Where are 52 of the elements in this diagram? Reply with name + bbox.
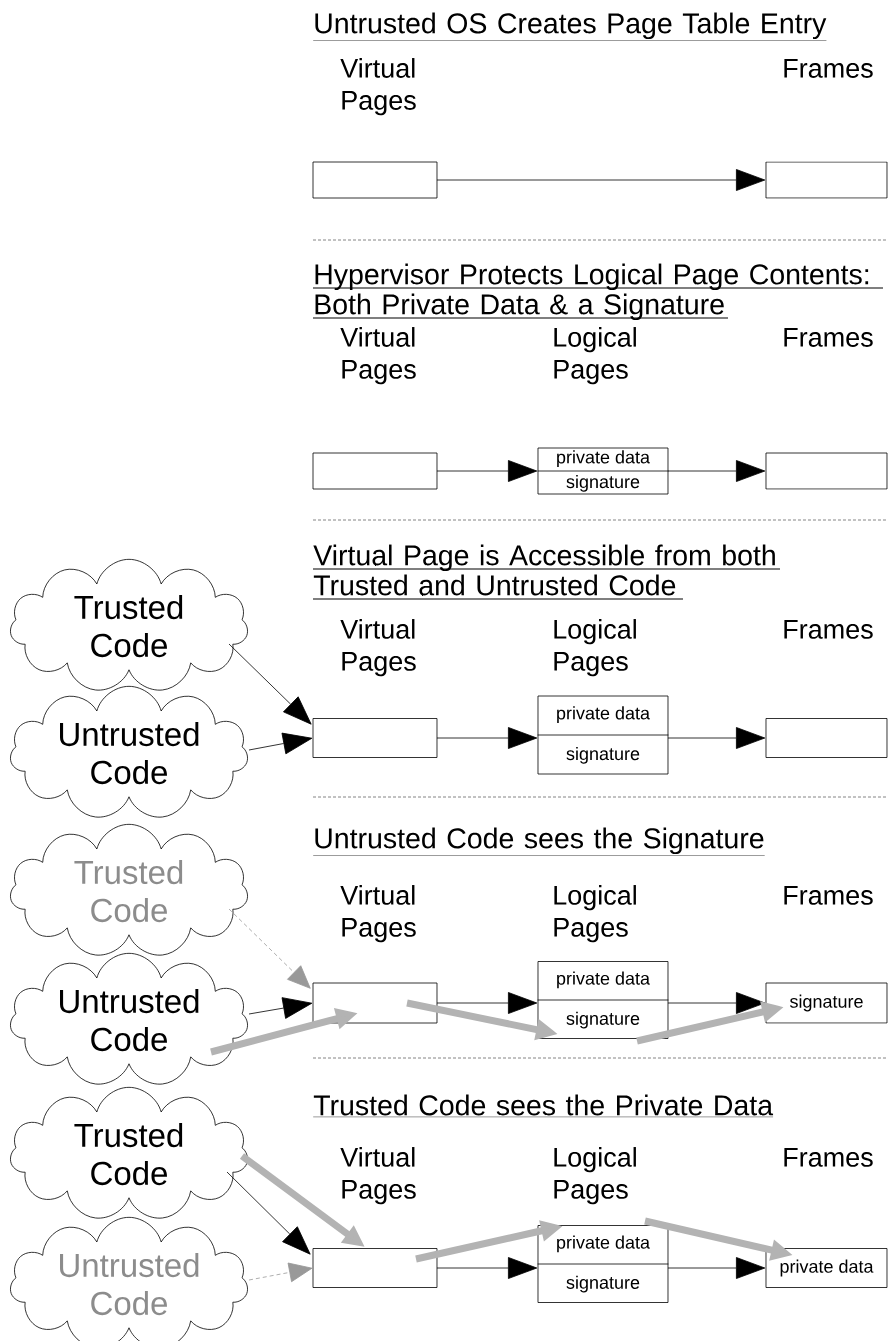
arrow (248, 732, 313, 755)
column-heading: Virtual Pages (340, 58, 416, 116)
page-box (765, 452, 888, 490)
logical-page-box: private data signature (537, 447, 669, 495)
title: Untrusted OS Creates Page Table Entry (313, 12, 827, 41)
column-heading: Frames (784, 620, 873, 639)
column-heading: Frames (784, 328, 873, 347)
arrow (436, 1257, 538, 1279)
page-box (765, 161, 888, 199)
page-box (312, 982, 438, 1024)
title: Hypervisor Protects Logical Page Contents: Both Private Data & a Signature (312, 263, 884, 321)
arrow (248, 997, 313, 1019)
column-heading: Logical Pages (554, 1147, 636, 1205)
column-heading: Virtual Pages (340, 1147, 416, 1205)
title: Virtual Page is Accessible from both Trusted and Untrusted Code (312, 544, 781, 600)
arrow (228, 908, 311, 989)
column-heading: Frames (784, 59, 873, 78)
title: Trusted Code sees the Private Data (313, 1094, 774, 1118)
arrow (667, 1257, 766, 1279)
page-box: private data (765, 1248, 888, 1288)
title: Untrusted Code sees the Signature (313, 827, 765, 856)
arrow (248, 1262, 313, 1283)
arrow (436, 460, 538, 482)
cloud: Untrusted Code (10, 952, 248, 1085)
page-box: signature (765, 982, 888, 1024)
page-box (312, 452, 438, 490)
arrow (667, 460, 766, 482)
logical-page-box: private data signature (537, 695, 669, 775)
arrow (226, 1171, 311, 1255)
page-box (765, 718, 888, 758)
column-heading: Virtual Pages (340, 619, 416, 677)
cloud: Trusted Code (10, 1086, 248, 1219)
cloud: Trusted Code (10, 823, 248, 956)
page-box (312, 161, 438, 199)
column-heading: Frames (784, 886, 873, 905)
logical-page-box: private data signature (537, 961, 669, 1039)
arrow (436, 727, 538, 749)
cloud: Untrusted Code (10, 685, 248, 818)
page-box (312, 1248, 438, 1288)
arrow (667, 992, 766, 1014)
arrow (667, 727, 766, 749)
column-heading: Logical Pages (554, 327, 636, 385)
arrow (436, 992, 538, 1014)
page-box (312, 718, 438, 758)
column-heading: Frames (784, 1148, 873, 1167)
column-heading: Virtual Pages (340, 885, 416, 943)
column-heading: Virtual Pages (340, 327, 416, 385)
cloud: Untrusted Code (10, 1216, 248, 1341)
logical-page-box: private data signature (537, 1225, 669, 1303)
arrow (228, 643, 312, 725)
arrow (436, 169, 766, 191)
cloud: Trusted Code (10, 558, 248, 691)
